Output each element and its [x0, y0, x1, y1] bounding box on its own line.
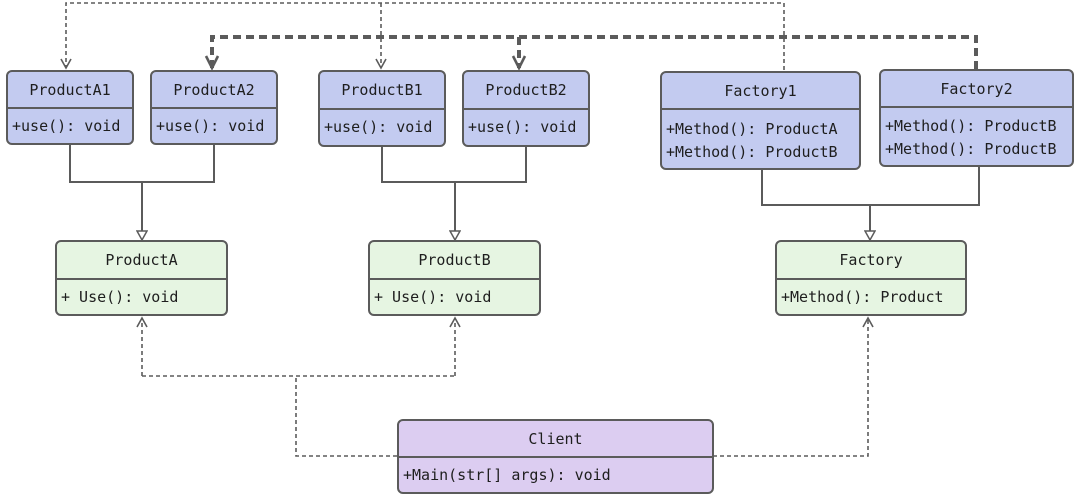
class-members: +Method(): ProductA +Method(): ProductB [662, 110, 859, 164]
class-method: +Method(): ProductB [885, 117, 1057, 135]
class-members: +Method(): ProductB +Method(): ProductB [881, 108, 1072, 161]
class-name: ProductA2 [152, 72, 276, 109]
class-client: Client +Main(str[] args): void [397, 419, 714, 494]
class-members: +Method(): Product [777, 280, 965, 314]
class-producta1: ProductA1 +use(): void [6, 70, 134, 145]
class-method: +Main(str[] args): void [403, 465, 611, 484]
class-name: ProductB [370, 242, 539, 280]
class-members: +use(): void [152, 109, 276, 143]
class-factory: Factory +Method(): Product [775, 240, 967, 316]
class-members: +use(): void [464, 110, 588, 145]
class-members: + Use(): void [370, 280, 539, 314]
class-method: +use(): void [324, 118, 433, 136]
class-productb1: ProductB1 +use(): void [318, 70, 446, 147]
class-name: ProductA [57, 242, 226, 280]
class-members: +Main(str[] args): void [399, 458, 712, 492]
class-name: Factory2 [881, 71, 1072, 108]
class-method: +Method(): ProductB [885, 140, 1057, 158]
class-productb: ProductB + Use(): void [368, 240, 541, 316]
class-factory1: Factory1 +Method(): ProductA +Method(): … [660, 71, 861, 170]
class-name: ProductB2 [464, 72, 588, 110]
class-name: ProductA1 [8, 72, 132, 109]
class-method: + Use(): void [374, 287, 492, 306]
class-method: +Method(): ProductB [666, 143, 838, 161]
inheritance-factory [761, 166, 980, 240]
class-method: +Method(): Product [781, 287, 944, 306]
class-method: +use(): void [12, 116, 121, 135]
class-method: +use(): void [468, 118, 577, 136]
class-name: Factory1 [662, 73, 859, 110]
class-members: +use(): void [320, 110, 444, 145]
class-method: + Use(): void [61, 287, 179, 306]
factory2-creates-dependency [204, 35, 978, 71]
class-name: ProductB1 [320, 72, 444, 110]
inheritance-productb [381, 146, 527, 240]
class-method: +use(): void [156, 116, 265, 135]
class-producta2: ProductA2 +use(): void [150, 70, 278, 145]
class-name: Client [399, 421, 712, 458]
class-productb2: ProductB2 +use(): void [462, 70, 590, 147]
class-method: +Method(): ProductA [666, 120, 838, 138]
class-name: Factory [777, 242, 965, 280]
class-members: +use(): void [8, 109, 132, 143]
class-factory2: Factory2 +Method(): ProductB +Method(): … [879, 69, 1074, 167]
inheritance-producta [69, 144, 215, 240]
factory1-creates-dependency [60, 2, 785, 70]
class-producta: ProductA + Use(): void [55, 240, 228, 316]
class-members: + Use(): void [57, 280, 226, 314]
client-dependencies [136, 316, 874, 457]
